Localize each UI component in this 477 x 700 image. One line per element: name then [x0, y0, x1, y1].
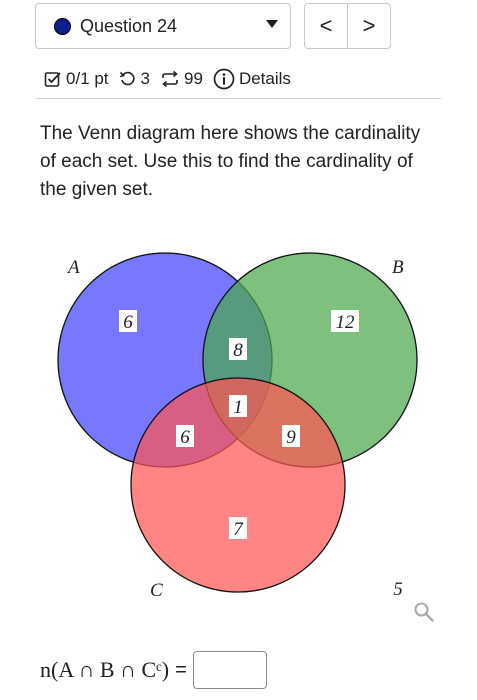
magnify-icon[interactable] [413, 601, 435, 628]
score-text: 0/1 pt [66, 69, 109, 88]
region-c-only-value: 7 [233, 519, 244, 540]
divider [36, 98, 441, 99]
region-a-b-c-box [229, 395, 247, 417]
region-b-only-value: 12 [336, 312, 356, 333]
set-c-label: C [150, 580, 163, 601]
region-a-b-c-value: 1 [233, 397, 243, 418]
retries-count: 3 [140, 69, 151, 88]
question-label: Question 24 [80, 15, 178, 36]
region-a-c-box [176, 425, 194, 447]
question-nav: < > [304, 3, 391, 49]
region-c-only-box [229, 517, 247, 539]
question-meta: 0/1 pt 3 99 Details [44, 66, 291, 92]
answer-input[interactable] [192, 651, 267, 689]
previous-question-button[interactable]: < [319, 13, 333, 38]
set-a-label: A [66, 257, 80, 278]
region-b-only-box [331, 310, 359, 332]
set-b-label: B [392, 257, 404, 278]
region-a-c-value: 6 [180, 427, 190, 448]
equals-sign: = [175, 658, 187, 681]
attempts-icon [160, 70, 180, 88]
region-a-b-value: 8 [233, 340, 243, 361]
question-selector[interactable]: Question 24 [35, 3, 291, 49]
question-prompt: The Venn diagram here shows the cardinal… [40, 123, 421, 200]
chevron-down-icon [266, 20, 278, 28]
question-status-dot [54, 17, 71, 35]
next-question-button[interactable]: > [347, 4, 390, 48]
answer-row: n(A ∩ B ∩ Cᶜ) = [40, 650, 267, 690]
region-a-only-value: 6 [123, 312, 133, 333]
checkbox-edit-icon [44, 70, 62, 88]
attempts-count: 99 [184, 69, 203, 88]
region-a-b-box [229, 338, 247, 360]
info-icon[interactable] [213, 68, 235, 90]
region-b-c-box [282, 425, 300, 447]
set-expression: n(A ∩ B ∩ Cᶜ) [40, 657, 170, 682]
region-a-only-box [119, 310, 137, 332]
region-b-c-value: 9 [286, 427, 296, 448]
retry-icon [119, 70, 137, 88]
region-outside-value: 5 [393, 579, 403, 600]
details-link[interactable]: Details [238, 69, 291, 88]
venn-diagram: A B C 6 12 8 1 6 9 7 5 [57, 252, 418, 601]
